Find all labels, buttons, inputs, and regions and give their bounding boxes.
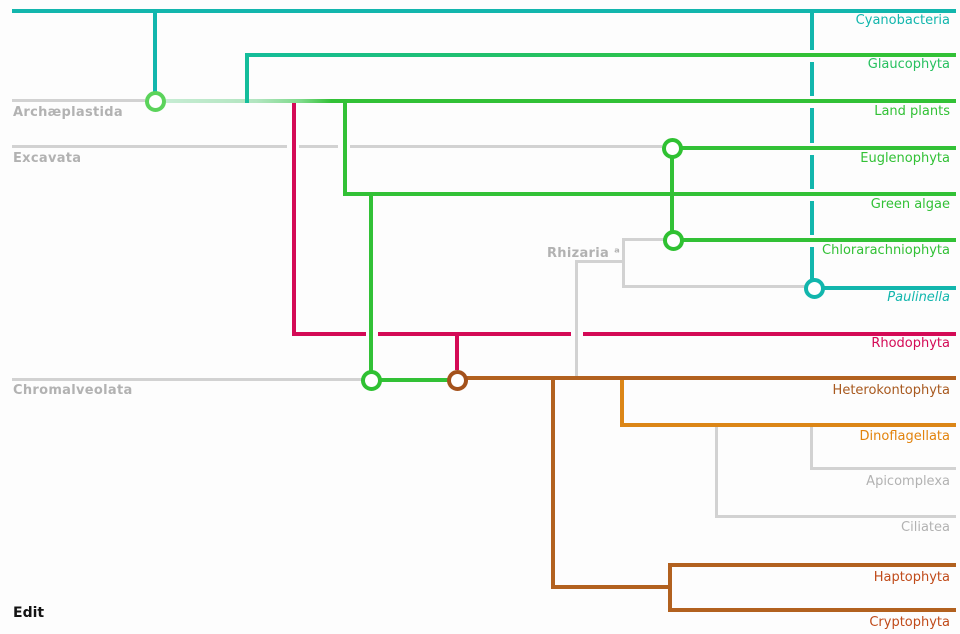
hacrobia-bracket-line — [668, 563, 672, 612]
rhodophyta-branch-line — [378, 332, 571, 336]
excavata-line — [299, 145, 338, 148]
dinoflagellata-elbow-line — [620, 376, 624, 427]
ciliatea-branch-line — [715, 515, 956, 518]
clade-label-archaeplastida: Archæplastida — [13, 105, 123, 120]
taxon-label-glaucophyta[interactable]: Glaucophyta — [867, 57, 950, 72]
taxon-label-land-plants[interactable]: Land plants — [874, 104, 950, 119]
rhizaria-branch-paulinella — [622, 285, 807, 288]
taxon-label-ciliatea[interactable]: Ciliatea — [901, 520, 950, 535]
taxon-label-cryptophyta[interactable]: Cryptophyta — [869, 615, 950, 630]
taxon-label-haptophyta[interactable]: Haptophyta — [873, 570, 950, 585]
rhizaria-branch-chlorarachniophyta — [622, 238, 665, 241]
taxon-label-chlorarachniophyta[interactable]: Chlorarachniophyta — [822, 243, 950, 258]
chlorarachniophyta-branch-line — [683, 238, 956, 242]
green-algae-elbow-line — [343, 99, 347, 196]
apicomplexa-branch-line — [810, 427, 813, 470]
chromalveolata-node-connector — [371, 378, 457, 382]
taxon-label-apicomplexa[interactable]: Apicomplexa — [866, 474, 950, 489]
rhodophyta-stem-line — [292, 99, 296, 336]
paulinella-stem-line — [810, 9, 814, 50]
haptophyta-branch-line — [668, 563, 956, 567]
paulinella-branch-line — [824, 286, 956, 290]
taxon-label-euglenophyta[interactable]: Euglenophyta — [860, 151, 950, 166]
clade-label-chromalveolata: Chromalveolata — [13, 383, 133, 398]
endosymbiosis-paulinella-node — [804, 278, 825, 299]
taxon-label-green-algae[interactable]: Green algae — [870, 197, 950, 212]
heterokontophyta-branch-line — [457, 376, 956, 380]
primary-endosymbiosis-line — [153, 9, 157, 93]
apicomplexa-branch-line — [810, 467, 956, 470]
dinoflagellata-branch-line — [620, 423, 956, 427]
endosymbiosis-chromalveolata-red-node — [447, 370, 468, 391]
rhizaria-connector-line — [575, 260, 625, 263]
glaucophyta-elbow-line — [245, 53, 249, 103]
endosymbiosis-chromalveolata-green-node — [361, 370, 382, 391]
paulinella-stem-line — [810, 247, 814, 280]
paulinella-stem-line — [810, 201, 814, 235]
clade-label-rhizaria: Rhizaria ᵃ — [547, 246, 621, 261]
endosymbiosis-archaeplastida-node — [145, 91, 166, 112]
cryptophyta-branch-line — [668, 608, 956, 612]
ciliatea-branch-line — [715, 427, 718, 518]
euglenophyta-branch-line — [682, 146, 956, 150]
taxon-label-dinoflagellata[interactable]: Dinoflagellata — [859, 429, 950, 444]
green-algae-branch-line — [343, 192, 956, 196]
chromalveolata-line — [12, 378, 371, 381]
clade-label-excavata: Excavata — [13, 151, 82, 166]
euglenophyta-chlorarachniophyta-connector — [670, 148, 674, 240]
archaeplastida-line — [12, 99, 145, 102]
cyanobacteria-branch-line — [12, 9, 956, 13]
hacrobia-stem-line — [551, 585, 672, 589]
paulinella-stem-line — [810, 155, 814, 189]
green-secondary-endosymbiosis-line — [369, 192, 373, 372]
edit-link[interactable]: Edit — [13, 605, 45, 621]
endosymbiosis-euglenophyta-node — [662, 138, 683, 159]
taxon-label-cyanobacteria[interactable]: Cyanobacteria — [855, 13, 950, 28]
glaucophyta-branch-line — [245, 53, 956, 57]
paulinella-stem-line — [810, 62, 814, 96]
endosymbiosis-chlorarachniophyta-node — [663, 230, 684, 251]
rhodophyta-branch-line — [583, 332, 956, 336]
excavata-line — [350, 145, 662, 148]
excavata-line — [12, 145, 287, 148]
rhizaria-bracket-line — [622, 238, 625, 288]
rhizaria-stem-line — [575, 260, 578, 377]
archaeplastida-branch-fade-line — [166, 99, 346, 103]
hacrobia-stem-line — [551, 376, 555, 589]
taxon-label-rhodophyta[interactable]: Rhodophyta — [871, 336, 950, 351]
land-plants-branch-line — [346, 99, 956, 103]
paulinella-stem-line — [810, 108, 814, 143]
rhodophyta-branch-line — [292, 332, 366, 336]
red-secondary-endosymbiosis-line — [455, 332, 459, 370]
taxon-label-paulinella[interactable]: Paulinella — [887, 290, 950, 305]
taxon-label-heterokontophyta[interactable]: Heterokontophyta — [832, 383, 950, 398]
